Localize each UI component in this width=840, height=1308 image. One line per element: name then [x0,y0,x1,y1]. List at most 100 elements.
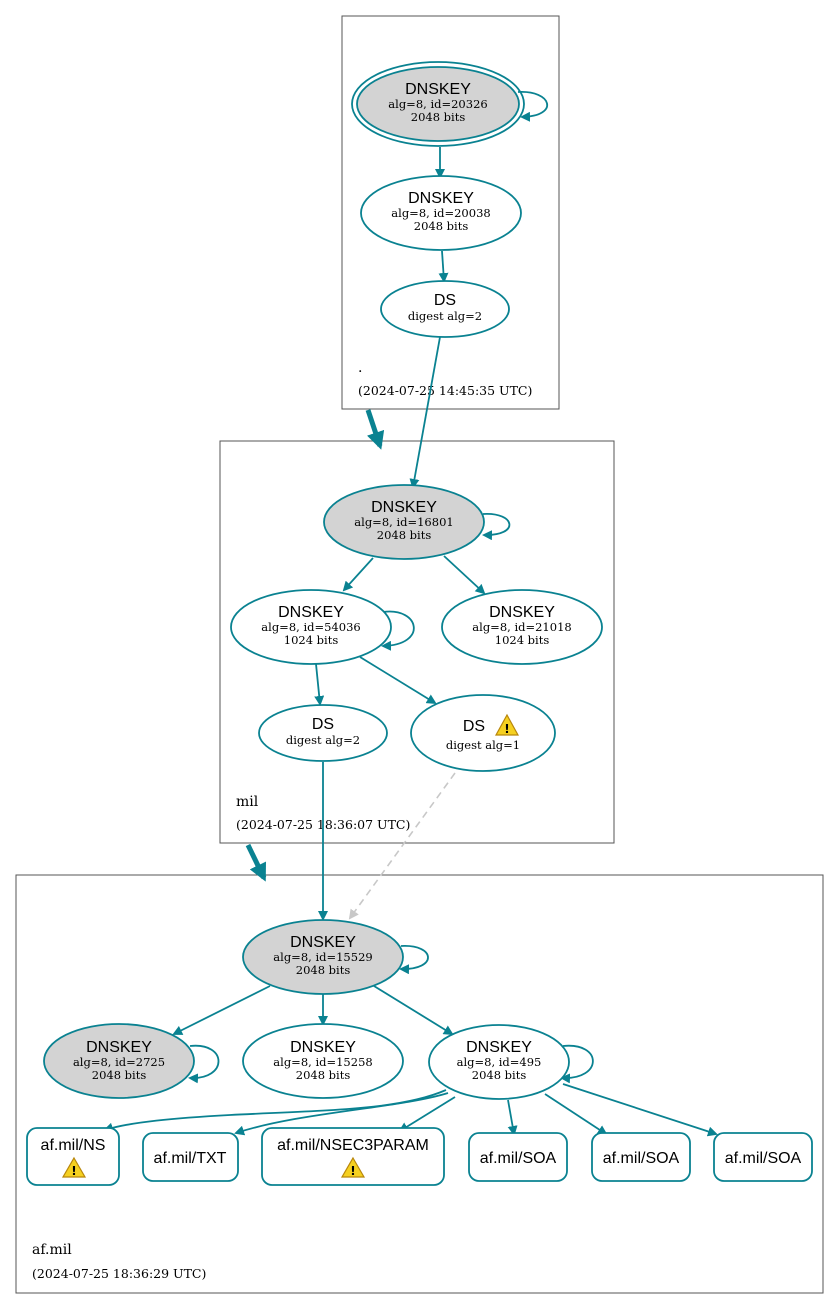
self-loop-edge [560,1044,594,1084]
dnskey-node[interactable]: DNSKEY alg=8, id=15529 2048 bits [242,919,404,995]
node-detail: alg=8, id=2725 [73,1055,165,1069]
node-detail: 2048 bits [414,219,469,233]
node-ellipse [242,919,404,995]
rrset-node[interactable]: af.mil/TXT [142,1132,239,1182]
node-type: DNSKEY [290,934,356,951]
edge [398,1096,456,1133]
warning-triangle-icon: ! [340,1156,366,1178]
rrset-node[interactable]: af.mil/SOA [591,1132,691,1182]
node-detail: 2048 bits [296,963,351,977]
ds-node-warning[interactable]: DS ! digest alg=1 [410,694,556,772]
node-ellipse [428,1024,570,1100]
rrset-label: af.mil/SOA [603,1150,680,1167]
node-type: DNSKEY [86,1039,152,1056]
svg-text:!: ! [504,722,509,736]
delegation-arrow [365,409,385,450]
rrset-label: af.mil/SOA [480,1150,557,1167]
rrset-box [142,1132,239,1182]
ds-node[interactable]: DS digest alg=2 [380,280,510,338]
node-ellipse [441,589,603,665]
node-detail: alg=8, id=20038 [391,206,490,220]
self-loop-edge [381,610,415,651]
rrset-label: af.mil/SOA [725,1150,802,1167]
node-ellipse [230,589,392,665]
rrset-box [261,1127,445,1186]
node-detail: digest alg=2 [408,309,482,323]
node-ellipse [242,1023,404,1099]
warning-triangle-icon: ! [494,713,520,736]
node-detail: 2048 bits [472,1068,527,1082]
warning-triangle-icon: ! [61,1156,87,1178]
node-type: DNSKEY [405,81,471,98]
node-detail: alg=8, id=20326 [388,97,487,111]
zone-name: . [358,360,362,376]
rrset-box [26,1127,120,1186]
self-loop-edge [482,513,511,541]
edge [172,985,271,1035]
edge [234,1092,449,1136]
rrset-label: af.mil/TXT [154,1150,227,1167]
edge [443,555,486,595]
node-ellipse [258,704,388,762]
ds-node[interactable]: DS digest alg=2 [258,704,388,762]
node-type: DS [434,292,456,309]
rrset-label: af.mil/NSEC3PARAM [277,1137,429,1154]
edge [507,1099,518,1136]
node-detail: 1024 bits [284,633,339,647]
dnskey-node[interactable]: DNSKEY alg=8, id=54036 1024 bits [230,589,392,665]
node-detail: alg=8, id=21018 [472,620,571,634]
rrset-node[interactable]: af.mil/SOA [713,1132,813,1182]
node-type: DS [312,716,334,733]
node-ellipse [410,694,556,772]
self-loop-edge [188,1044,220,1084]
node-outer-ring [351,61,525,147]
edge [544,1093,608,1136]
node-detail: 2048 bits [411,110,466,124]
node-detail: 2048 bits [296,1068,351,1082]
dnskey-node[interactable]: DNSKEY alg=8, id=16801 2048 bits [323,484,485,560]
node-type: DNSKEY [489,604,555,621]
dnskey-node[interactable]: DNSKEY alg=8, id=20038 2048 bits [360,175,522,251]
node-detail: alg=8, id=15529 [273,950,372,964]
node-detail: alg=8, id=54036 [261,620,360,634]
rrset-node-warning[interactable]: af.mil/NSEC3PARAM ! [261,1127,445,1186]
zone-timestamp: (2024-07-25 18:36:29 UTC) [32,1266,206,1281]
node-type: DNSKEY [408,190,474,207]
edge [409,336,441,489]
node-detail: alg=8, id=15258 [273,1055,372,1069]
node-detail: alg=8, id=495 [457,1055,542,1069]
dnskey-node[interactable]: DNSKEY alg=8, id=20326 2048 bits [351,61,525,147]
node-detail: 1024 bits [495,633,550,647]
node-detail: 2048 bits [377,528,432,542]
self-loop-edge [399,945,429,975]
node-type: DS [463,718,485,735]
edge [562,1083,718,1137]
node-ellipse [360,175,522,251]
rrset-node-warning[interactable]: af.mil/NS ! [26,1127,120,1186]
zone-timestamp: (2024-07-25 14:45:35 UTC) [358,383,532,398]
dnskey-node[interactable]: DNSKEY alg=8, id=21018 1024 bits [441,589,603,665]
node-ellipse [356,66,520,142]
rrset-node[interactable]: af.mil/SOA [468,1132,568,1182]
edge [359,656,437,705]
svg-text:!: ! [71,1164,76,1178]
rrset-box [468,1132,568,1182]
node-type: DNSKEY [278,604,344,621]
dnskey-node[interactable]: DNSKEY alg=8, id=495 2048 bits [428,1024,570,1100]
svg-text:!: ! [350,1164,355,1178]
rrset-box [591,1132,691,1182]
dangling-edge [348,772,456,920]
node-detail: digest alg=2 [286,733,360,747]
edge [373,985,454,1036]
dnskey-node[interactable]: DNSKEY alg=8, id=2725 2048 bits [43,1023,195,1099]
node-type: DNSKEY [290,1039,356,1056]
node-type: DNSKEY [466,1039,532,1056]
dnskey-node[interactable]: DNSKEY alg=8, id=15258 2048 bits [242,1023,404,1099]
rrset-label: af.mil/NS [41,1137,106,1154]
node-detail: alg=8, id=16801 [354,515,453,529]
node-ellipse [43,1023,195,1099]
node-type: DNSKEY [371,499,437,516]
rrset-box [713,1132,813,1182]
zone-name: af.mil [32,1242,72,1258]
